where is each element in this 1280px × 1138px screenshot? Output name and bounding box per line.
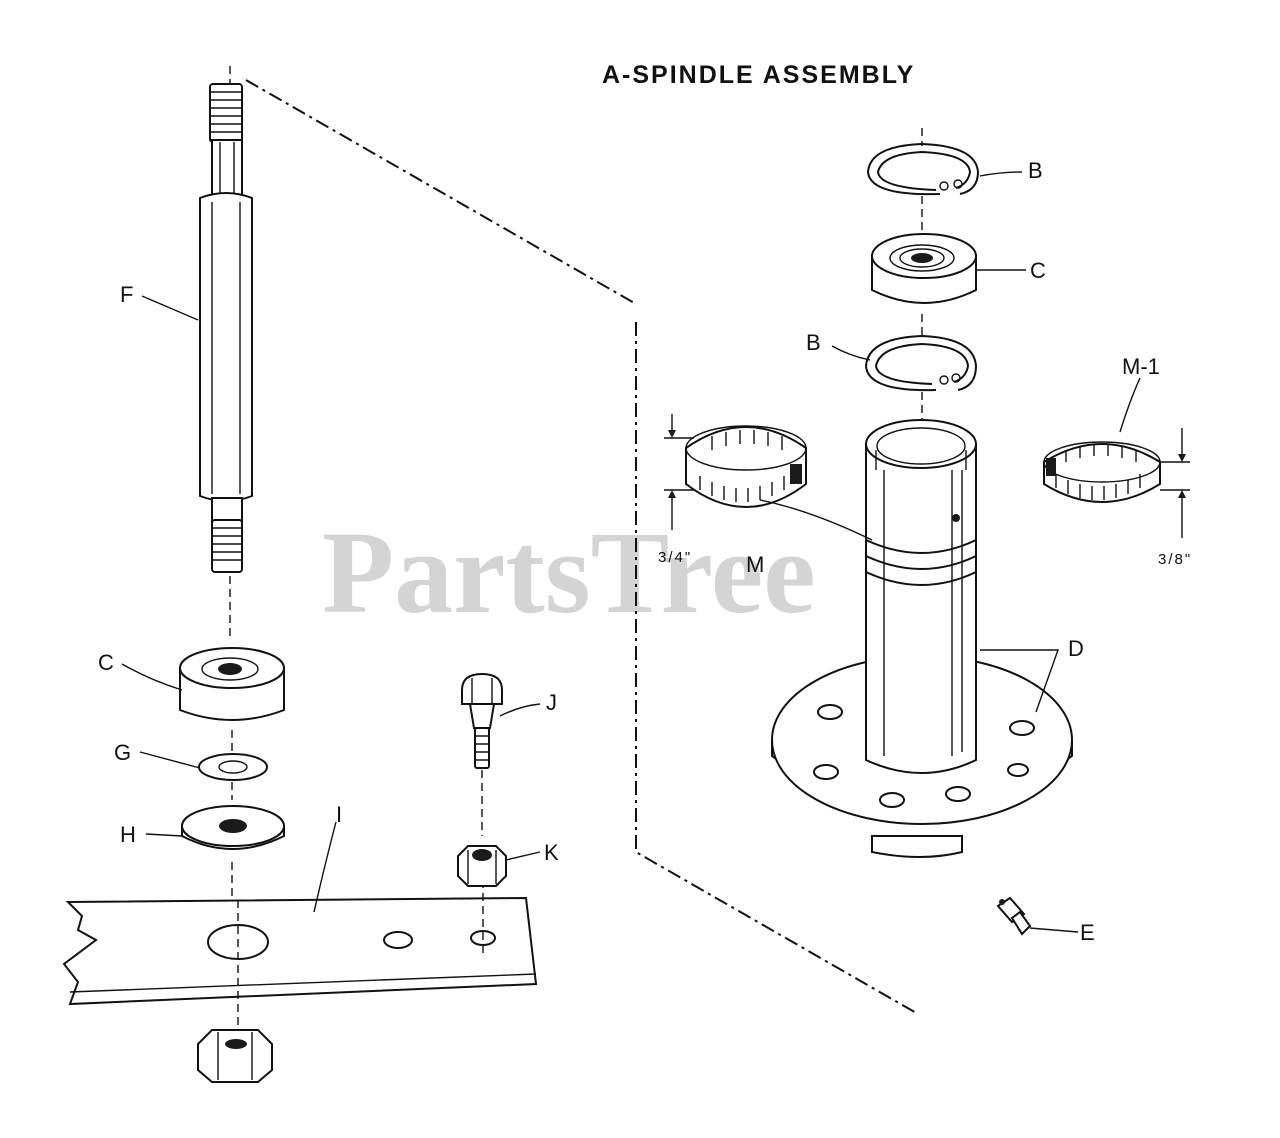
grease-fitting	[996, 896, 1032, 936]
callout-k: K	[544, 840, 559, 865]
hose-clamp-m1	[1043, 428, 1190, 538]
bearing-right	[871, 233, 977, 340]
callout-h: H	[120, 822, 136, 847]
callout-c-left: C	[98, 650, 114, 675]
dimension-m-width: 3/4"	[658, 549, 692, 566]
leader-lines	[121, 171, 1141, 933]
callout-b-top: B	[1028, 158, 1043, 183]
callout-e: E	[1080, 920, 1095, 945]
hose-clamp-m	[664, 414, 807, 530]
spindle-shaft	[199, 66, 253, 640]
dimension-m1-width: 3/8"	[1158, 551, 1192, 568]
callout-c-top: C	[1030, 258, 1046, 283]
nut-k	[457, 845, 507, 887]
snap-ring-mid	[864, 334, 978, 428]
diagram-title: A-SPINDLE ASSEMBLY	[602, 61, 915, 89]
callout-m: M	[746, 552, 764, 577]
assembly-outline	[245, 79, 919, 1015]
callout-j: J	[546, 690, 557, 715]
callout-f: F	[120, 282, 133, 307]
callout-i: I	[336, 802, 342, 827]
snap-ring-top	[866, 128, 980, 234]
spindle-nut	[197, 1029, 273, 1083]
callout-d: D	[1068, 636, 1084, 661]
callout-b-mid: B	[806, 330, 821, 355]
washer-h	[181, 805, 285, 900]
blade	[62, 880, 538, 1040]
bearing-left	[179, 647, 285, 752]
callout-m1: M-1	[1122, 354, 1160, 379]
callout-g: G	[114, 740, 131, 765]
spindle-housing	[771, 419, 1073, 858]
bolt-j	[461, 672, 503, 836]
watermark: PartsTree	[322, 507, 816, 638]
washer-g	[198, 753, 268, 800]
